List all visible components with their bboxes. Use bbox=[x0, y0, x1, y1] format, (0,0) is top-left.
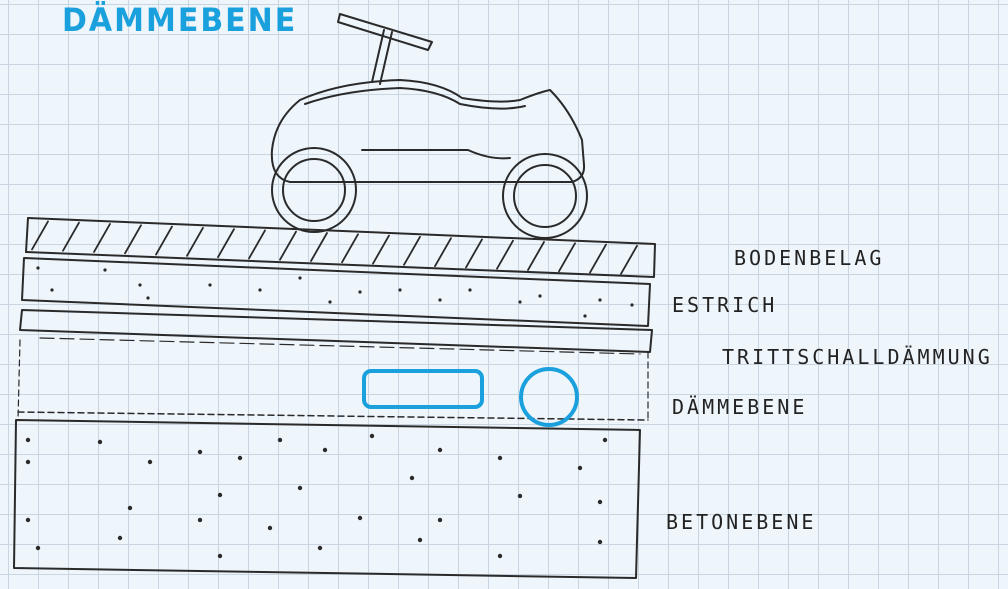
label-trittschalldaemmung: TRITTSCHALLDÄMMUNG bbox=[722, 345, 993, 369]
pipe-rectangular bbox=[362, 369, 484, 409]
layer-estrich bbox=[21, 257, 651, 327]
label-daemmebene: DÄMMEBENE bbox=[672, 395, 808, 419]
layer-trittschalldaemmung bbox=[19, 309, 653, 355]
label-betonebene: BETONEBENE bbox=[666, 510, 817, 534]
ride-on-toy-illustration bbox=[270, 13, 588, 239]
layer-betonebene-dots bbox=[25, 433, 608, 559]
title: DÄMMEBENE bbox=[62, 2, 298, 40]
layer-daemmebene bbox=[17, 339, 649, 421]
layer-betonebene bbox=[13, 419, 641, 579]
label-estrich: ESTRICH bbox=[672, 293, 778, 317]
label-bodenbelag: BODENBELAG bbox=[734, 246, 885, 270]
layer-bodenbelag bbox=[25, 217, 656, 278]
layer-estrich-dots bbox=[36, 266, 634, 318]
layer-bodenbelag-hatching bbox=[31, 220, 638, 275]
pipe-round bbox=[519, 367, 579, 427]
